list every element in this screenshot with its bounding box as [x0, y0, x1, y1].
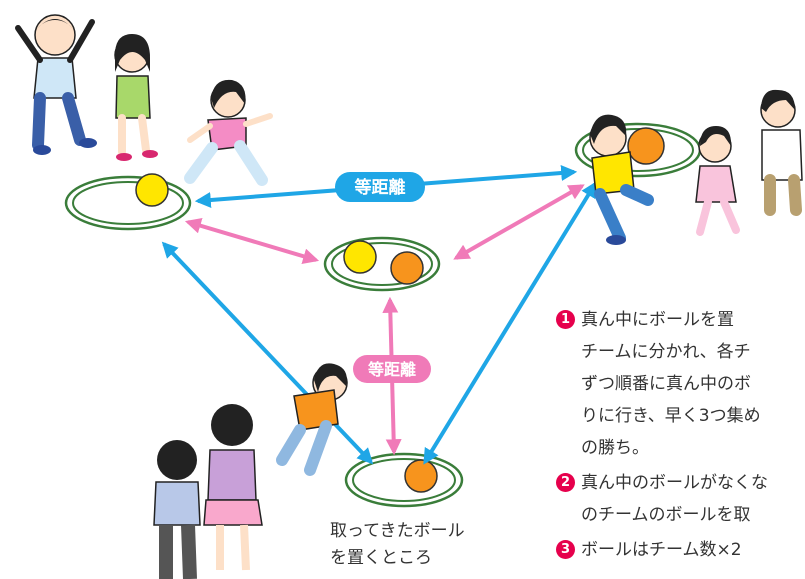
arrow-pink-left-center — [184, 217, 320, 265]
ball-orange-center — [390, 251, 424, 285]
child-cheering-illustration — [15, 14, 97, 155]
svg-text:等距離: 等距離 — [355, 177, 406, 198]
hoop-left — [64, 175, 192, 231]
child-girl-green-illustration — [114, 34, 158, 161]
caption-line-1: 取ってきたボール — [330, 521, 465, 541]
ball-orange-bottom — [404, 459, 438, 493]
child-boy-carrying-ball-illustration — [589, 114, 654, 245]
ball-yellow-left — [135, 173, 169, 207]
child-girl-back-bottom-illustration — [203, 404, 263, 571]
equal-distance-label-middle: 等距離 — [353, 355, 431, 383]
svg-text:等距離: 等距離 — [367, 360, 416, 379]
drop-zone-caption: 取ってきたボール を置くところ — [330, 518, 465, 572]
child-girl-pink-illustration — [695, 126, 740, 236]
arrow-pink-center-right — [453, 184, 585, 260]
rule-2-line-2: のチームのボールを取 — [581, 505, 751, 525]
child-boy-back-bottom-illustration — [153, 440, 201, 579]
rule-1-number: 1 — [556, 310, 575, 329]
ball-yellow-center — [343, 240, 377, 274]
rule-2-number: 2 — [556, 473, 575, 492]
rule-1-line-2: チームに分かれ、各チ — [581, 342, 751, 362]
rule-1-line-4: りに行き、早く3つ集め — [581, 406, 761, 426]
caption-line-2: を置くところ — [330, 548, 432, 568]
hoop-bottom — [344, 452, 464, 508]
child-boy-standing-right-illustration — [760, 89, 803, 216]
ball-orange-carried — [627, 127, 665, 165]
equal-distance-label-top: 等距離 — [335, 172, 425, 202]
rule-1-line-3: ずつ順番に真ん中のボ — [581, 374, 751, 394]
arrow-blue-left-bottom — [161, 241, 374, 465]
rule-1-line-5: の勝ち。 — [581, 438, 649, 458]
rule-3-number: 3 — [556, 540, 575, 559]
child-girl-running-illustration — [184, 79, 273, 186]
child-boy-running-bottom-illustration — [276, 363, 348, 476]
